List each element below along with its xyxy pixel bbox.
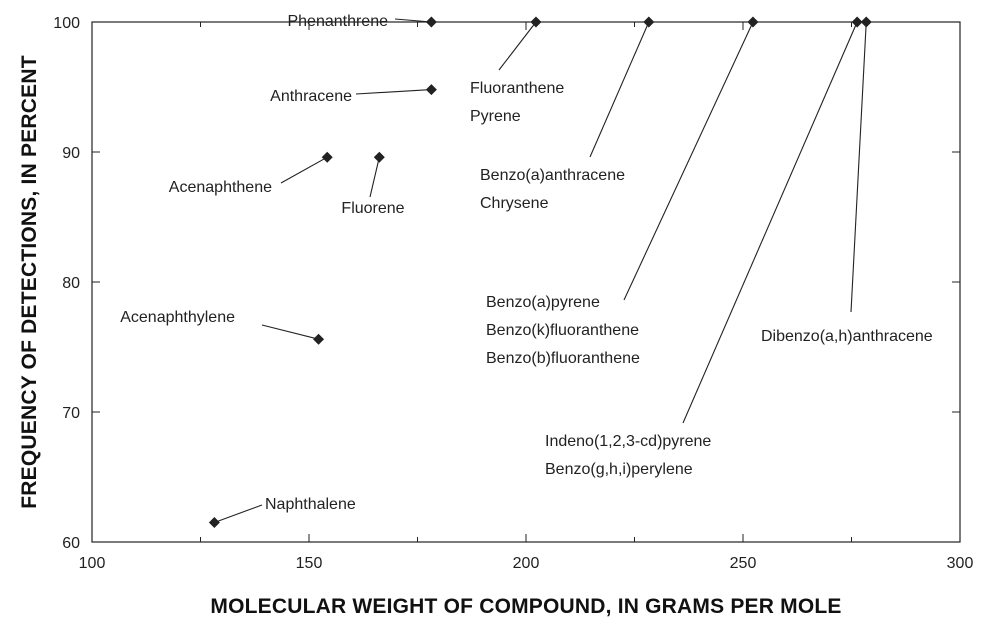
annotation-leader-line <box>850 21 867 313</box>
x-tick-label: 150 <box>296 555 323 572</box>
annotation-leaders <box>214 18 867 524</box>
annotation-leader-line <box>280 156 328 184</box>
point-label: Benzo(g,h,i)perylene <box>545 461 693 478</box>
point-label: Chrysene <box>480 195 549 212</box>
point-label: Fluorene <box>341 200 404 217</box>
annotation-labels: NaphthaleneAcenaphthyleneAcenaphtheneFlu… <box>120 13 933 513</box>
data-point-marker <box>860 16 872 28</box>
data-point-marker <box>643 16 655 28</box>
data-point-marker <box>530 16 542 28</box>
point-label: Pyrene <box>470 108 521 125</box>
annotation-leader-line <box>214 504 263 524</box>
point-label: Benzo(a)pyrene <box>486 294 600 311</box>
data-point-marker <box>747 16 759 28</box>
point-label: Indeno(1,2,3-cd)pyrene <box>545 433 711 450</box>
y-tick-label: 60 <box>62 535 80 552</box>
point-label: Acenaphthene <box>169 179 272 196</box>
annotation-leader-line <box>261 324 319 340</box>
data-point-marker <box>425 84 437 96</box>
data-point-marker <box>313 333 325 345</box>
y-tick-label: 70 <box>62 405 80 422</box>
point-label: Dibenzo(a,h)anthracene <box>761 328 933 345</box>
point-label: Benzo(a)anthracene <box>480 167 625 184</box>
data-point-marker <box>208 517 220 528</box>
data-point-marker <box>373 151 385 163</box>
x-tick-label: 250 <box>730 555 757 572</box>
point-label: Anthracene <box>270 88 352 105</box>
y-tick-label: 100 <box>53 15 80 32</box>
y-tick-label: 90 <box>62 145 80 162</box>
x-tick-label: 300 <box>947 555 974 572</box>
annotation-leader-line <box>369 157 380 198</box>
data-point-marker <box>425 16 437 28</box>
point-label: Phenanthrene <box>287 13 388 30</box>
point-label: Naphthalene <box>265 496 356 513</box>
data-point-marker <box>851 16 863 28</box>
point-label: Benzo(k)fluoranthene <box>486 322 639 339</box>
data-markers <box>208 16 872 528</box>
data-point-marker <box>321 151 333 163</box>
y-axis-title: FREQUENCY OF DETECTIONS, IN PERCENT <box>18 55 41 509</box>
x-tick-label: 100 <box>79 555 106 572</box>
annotation-leader-line <box>394 18 432 23</box>
axis-ticks: 100 150 200 250 300 60 70 80 90 100 <box>53 15 973 572</box>
point-label: Fluoranthene <box>470 80 564 97</box>
point-label: Acenaphthylene <box>120 309 235 326</box>
annotation-leader-line <box>623 21 754 301</box>
x-tick-label: 200 <box>513 555 540 572</box>
annotation-leader-line <box>682 21 858 424</box>
x-axis-title: MOLECULAR WEIGHT OF COMPOUND, IN GRAMS P… <box>210 595 841 618</box>
point-label: Benzo(b)fluoranthene <box>486 350 640 367</box>
plot-frame <box>91 21 961 543</box>
y-tick-label: 80 <box>62 275 80 292</box>
annotation-leader-line <box>355 89 432 95</box>
annotation-leader-line <box>589 21 650 158</box>
annotation-leader-line <box>498 21 537 71</box>
